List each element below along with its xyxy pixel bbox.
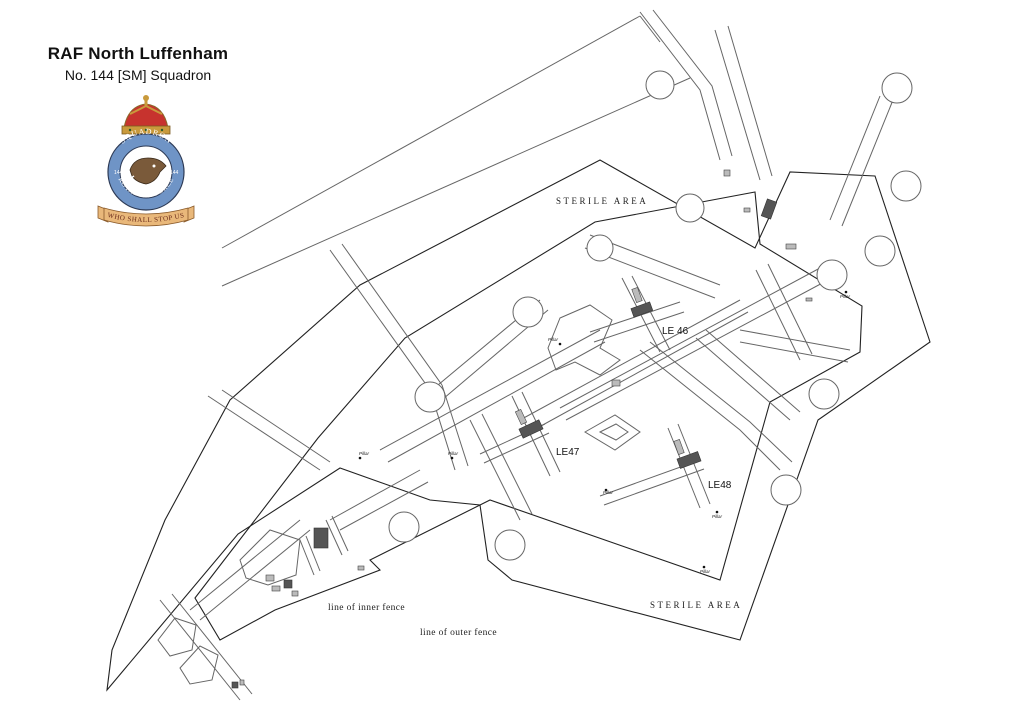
squadron-badge-icon: SQUADRON ROYAL AIR FORCE 144 144 WHO SHA… (97, 95, 195, 227)
small-buildings (611, 169, 813, 387)
pillar-label: Pillar (700, 569, 711, 574)
launch-pad-label: LE 46 (662, 326, 689, 337)
outer-fence-label: line of outer fence (420, 627, 497, 638)
title-block: RAF North Luffenham No. 144 [SM] Squadro… (38, 44, 238, 83)
pillar-label: Pillar (712, 514, 723, 519)
central-turning-area (584, 414, 641, 451)
outer-fence-line (106, 159, 931, 692)
pillar-label: Pillar (548, 337, 559, 342)
pillar-label: Pillar (448, 451, 459, 456)
runway-lines (221, 15, 691, 287)
launch-emplacement-le46 (589, 275, 685, 353)
le46-access-loop (547, 304, 621, 376)
pillar-label: Pillar (359, 451, 370, 456)
launch-pad-label: LE47 (556, 447, 580, 458)
sterile-area-label: STERILE AREA (556, 196, 648, 206)
badge-number-right: 144 (170, 170, 179, 176)
launch-pad-label: LE48 (708, 480, 732, 491)
launch-emplacement-le47 (479, 391, 561, 477)
sterile-area-label: STERILE AREA (650, 600, 742, 610)
turning-pads (388, 70, 922, 561)
technical-site (157, 515, 365, 689)
pillar-label: Pillar (603, 490, 614, 495)
road-network (159, 9, 894, 701)
badge-number-left: 144 (114, 170, 123, 176)
boar-head-crest-icon (127, 157, 167, 185)
pillar-label: Pillar (840, 294, 851, 299)
crown-icon (121, 95, 171, 135)
map-title: RAF North Luffenham (47, 44, 229, 63)
inner-fence-label: line of inner fence (328, 602, 405, 613)
pillar-markers: Pillar Pillar Pillar Pillar Pillar Pilla… (358, 290, 851, 574)
map-subtitle: No. 144 [SM] Squadron (64, 67, 212, 83)
inner-fence-line (194, 191, 863, 641)
launch-emplacement-le48 (599, 423, 711, 509)
